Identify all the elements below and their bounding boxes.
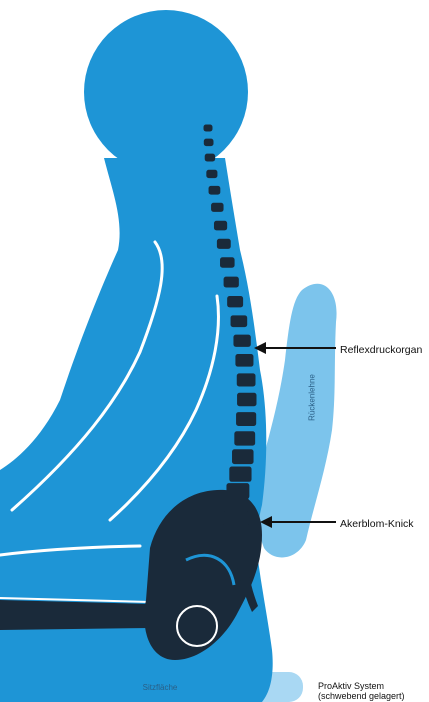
vertebra [224, 524, 249, 541]
vertebra [204, 139, 214, 146]
vertebra [224, 277, 239, 288]
vertebra [232, 449, 254, 464]
vertebra [236, 412, 256, 426]
vertebra [227, 296, 243, 307]
vertebra [209, 186, 221, 195]
proaktiv-line-2: (schwebend gelagert) [318, 691, 405, 701]
femur [0, 600, 150, 630]
akerblom-knick-label: Akerblom-Knick [340, 518, 414, 530]
vertebra [237, 393, 256, 407]
hip-joint [177, 606, 217, 646]
backrest-label: Rückenlehne [308, 368, 317, 428]
vertebra [217, 239, 231, 249]
reflexdruckorgan-label: Reflexdruckorgan [340, 344, 422, 356]
vertebra [211, 203, 223, 212]
vertebra [206, 170, 217, 178]
proaktiv-system-label: ProAktiv System (schwebend gelagert) [318, 681, 405, 701]
backrest-cushion [257, 284, 336, 558]
vertebra [234, 431, 255, 445]
vertebra [214, 221, 227, 231]
vertebra [220, 257, 235, 267]
vertebra [237, 373, 256, 386]
vertebra [204, 125, 213, 132]
vertebra [231, 315, 248, 327]
vertebra [235, 354, 253, 367]
vertebra [226, 483, 249, 499]
vertebra [229, 467, 251, 482]
proaktiv-line-1: ProAktiv System [318, 681, 405, 691]
seat-label: Sitzfläche [100, 683, 220, 692]
head [84, 10, 248, 174]
vertebra [205, 154, 215, 162]
vertebra [233, 335, 250, 347]
